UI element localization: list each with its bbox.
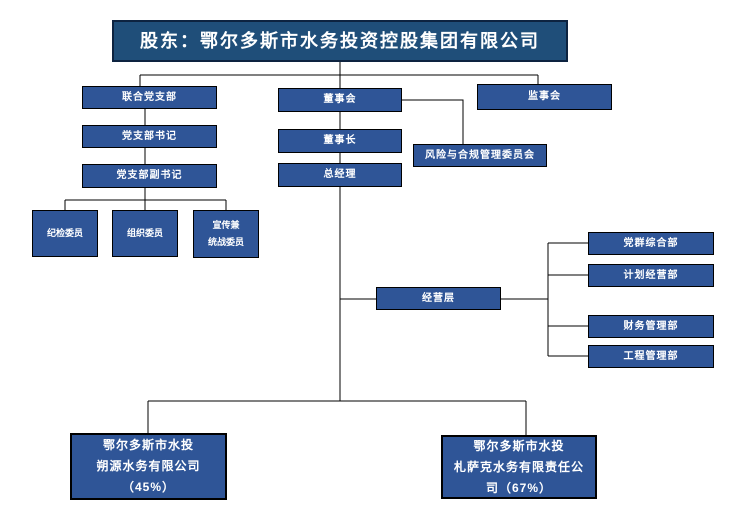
subsidiary-zhasake-ownership: 司（67%） [485,480,553,495]
node-party-deputy-secretary: 党支部副书记 [82,164,217,188]
general-manager-label: 总经理 [323,169,357,181]
node-subsidiary-shuoyuan: 鄂尔多斯市水投 朔源水务有限公司 （45%） [70,433,227,500]
node-dept-party-mass: 党群综合部 [588,232,714,255]
node-supervisory-board: 监事会 [477,84,612,110]
organization-member-label: 组织委员 [126,228,163,238]
party-secretary-label: 党支部书记 [122,130,177,142]
node-shareholder: 股东：鄂尔多斯市水务投资控股集团有限公司 [112,20,568,62]
node-publicity-member: 宣传兼 统战委员 [193,210,259,258]
supervisory-board-label: 监事会 [528,91,561,103]
publicity-member-label-line1: 宣传兼 [212,220,240,230]
board-label: 董事会 [323,94,357,106]
connector-risk-link [402,99,464,144]
subsidiary-shuoyuan-label-line2: 朔源水务有限公司 [96,459,201,473]
connector-shareholder-children [139,62,539,88]
connector-departments-fanout [547,242,588,357]
dept-party-mass-label: 党群综合部 [623,237,679,249]
publicity-member-label-line2: 统战委员 [207,237,244,247]
node-chairman: 董事长 [278,129,402,153]
node-general-manager: 总经理 [278,163,402,187]
node-board: 董事会 [278,88,402,112]
node-management-level: 经营层 [376,287,501,310]
node-joint-party-branch: 联合党支部 [82,86,217,109]
discipline-member-label: 纪检委员 [46,228,83,238]
shareholder-label: 股东：鄂尔多斯市水务投资控股集团有限公司 [140,30,540,51]
connector-subsidiaries-fanout [147,400,527,435]
node-organization-member: 组织委员 [112,210,178,257]
risk-compliance-committee-label: 风险与合规管理委员会 [425,149,535,161]
node-dept-finance: 财务管理部 [588,315,714,338]
connector-committee-fanout [64,199,227,210]
dept-finance-label: 财务管理部 [623,320,679,332]
node-dept-planning: 计划经营部 [588,264,714,287]
subsidiary-zhasake-label-line2: 札萨克水务有限责任公 [453,459,584,474]
subsidiary-shuoyuan-label-line1: 鄂尔多斯市水投 [102,438,194,452]
chairman-label: 董事长 [323,135,357,147]
node-discipline-member: 纪检委员 [32,210,98,257]
subsidiary-zhasake-label-line1: 鄂尔多斯市水投 [473,438,565,453]
node-subsidiary-zhasake: 鄂尔多斯市水投 札萨克水务有限责任公 司（67%） [441,435,597,499]
dept-planning-label: 计划经营部 [623,269,679,281]
joint-party-branch-label: 联合党支部 [122,91,177,103]
node-risk-compliance-committee: 风险与合规管理委员会 [413,144,547,167]
node-dept-engineering: 工程管理部 [588,345,714,368]
party-deputy-secretary-label: 党支部副书记 [116,170,183,182]
management-level-label: 经营层 [422,292,455,304]
dept-engineering-label: 工程管理部 [623,350,679,362]
node-party-secretary: 党支部书记 [82,125,217,148]
subsidiary-shuoyuan-ownership: （45%） [121,480,176,494]
